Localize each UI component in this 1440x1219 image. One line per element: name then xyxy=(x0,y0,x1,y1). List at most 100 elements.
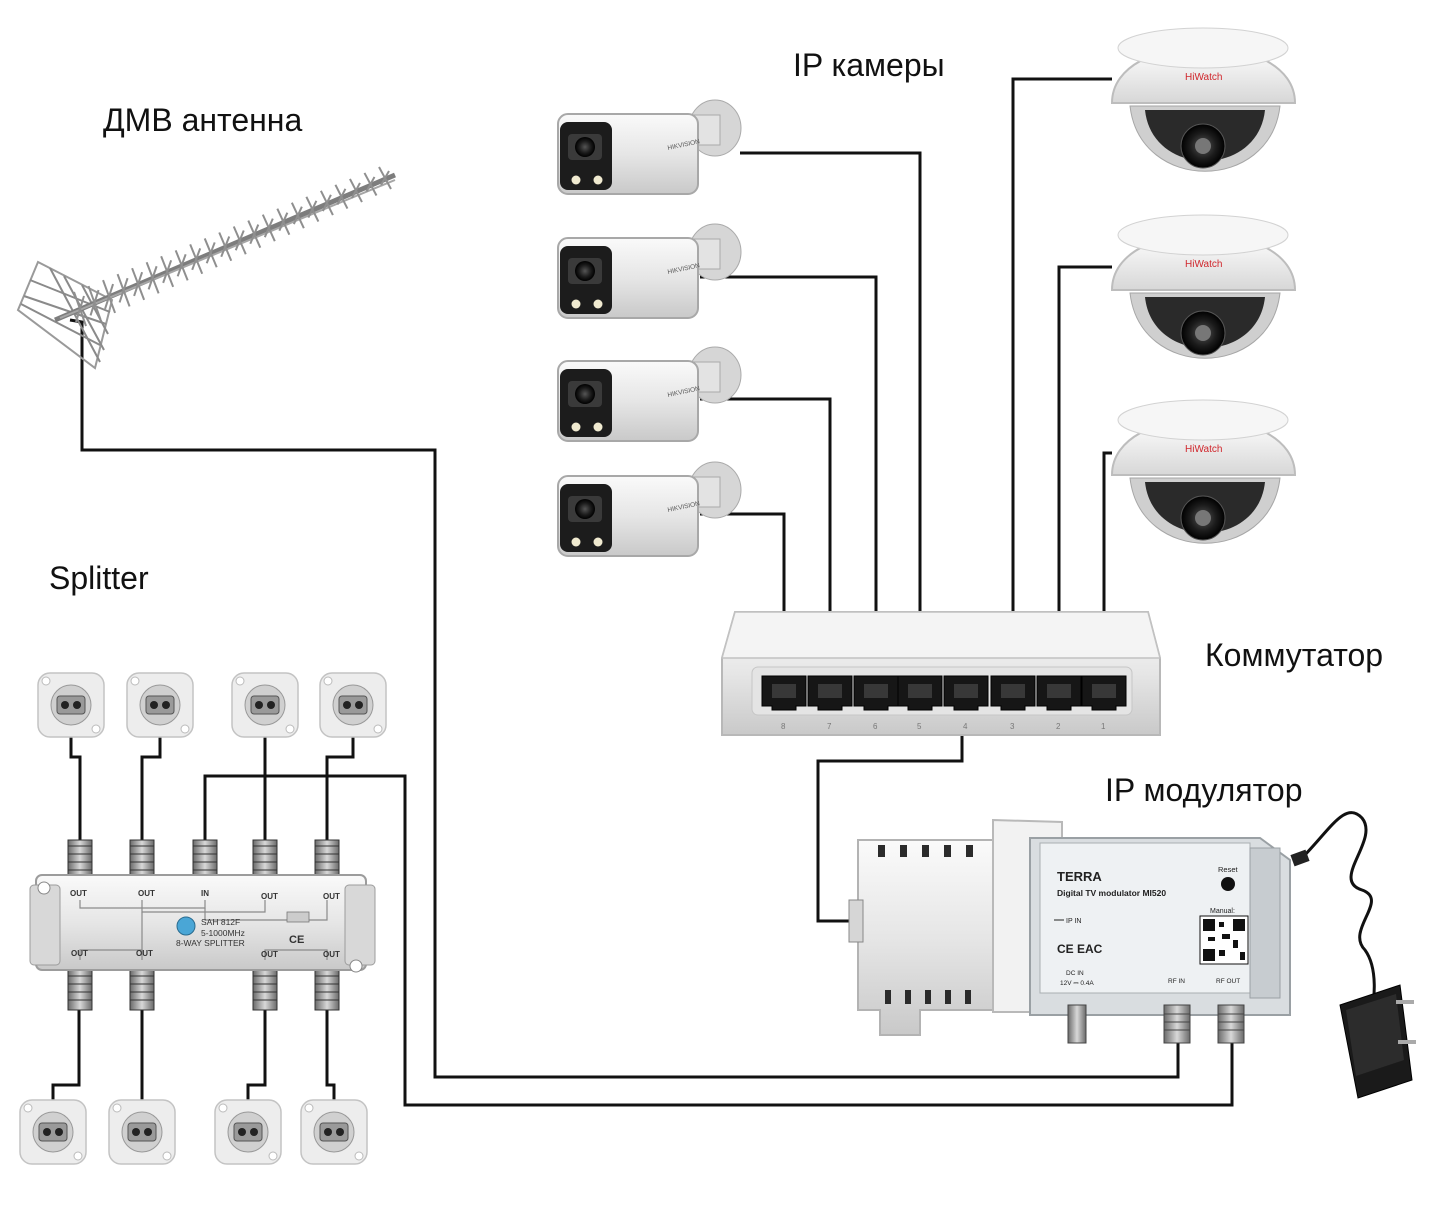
switch-port: 7 xyxy=(807,675,853,731)
modulator-cert-marks: CE EAC xyxy=(1057,942,1103,956)
antenna-director xyxy=(322,194,332,212)
tv-wall-socket xyxy=(19,1099,87,1165)
modulator-vents-bottom xyxy=(885,990,971,1004)
modulator-ip-in-label: IP IN xyxy=(1066,918,1081,925)
cable-bullet-2-to-port-6 xyxy=(700,275,878,688)
modulator-reset-button[interactable] xyxy=(1221,877,1235,891)
power-adapter xyxy=(1290,811,1416,1099)
label-uhf-antenna: ДМВ антенна xyxy=(103,102,303,138)
tv-wall-socket xyxy=(231,672,299,738)
antenna-director xyxy=(336,188,347,206)
modulator-ip-port xyxy=(848,899,864,943)
f-connector xyxy=(314,967,340,1011)
splitter-out-label-2: OUT xyxy=(138,889,155,898)
cable-dome-1-to-port-3 xyxy=(1011,77,1112,688)
antenna-director xyxy=(278,212,289,232)
splitter-out-label-4: OUT xyxy=(323,892,340,901)
antenna-director xyxy=(162,259,173,284)
dome-camera-brand: HiWatch xyxy=(1185,259,1222,270)
label-switch: Коммутатор xyxy=(1205,637,1384,673)
antenna-reflector xyxy=(16,260,114,370)
uhf-antenna xyxy=(16,166,396,370)
tv-wall-sockets xyxy=(19,672,387,1165)
cable-bullet-1-to-port-5 xyxy=(740,151,922,688)
f-connector xyxy=(192,839,218,879)
f-connector xyxy=(252,839,278,879)
bullet-camera: HIKVISION xyxy=(557,99,742,195)
splitter-connectors-bottom xyxy=(67,967,340,1011)
modulator-vents-top xyxy=(878,845,973,857)
antenna-director xyxy=(365,176,376,193)
antenna-director xyxy=(191,248,202,271)
antenna-director xyxy=(263,218,274,238)
modulator-rf-out-label: RF OUT xyxy=(1216,978,1240,985)
antenna-director xyxy=(220,236,231,258)
f-connector xyxy=(314,839,340,879)
modulator-power-label: 12V ⎓ 0.4A xyxy=(1060,980,1094,987)
dome-camera: HiWatch xyxy=(1110,27,1297,172)
cable-out-5-to-socket-5 xyxy=(51,1010,81,1105)
tv-wall-socket xyxy=(126,672,194,738)
bullet-camera: HIKVISION xyxy=(557,461,742,557)
cable-dome-3-to-port-1 xyxy=(1102,451,1112,688)
antenna-director xyxy=(176,253,187,277)
tv-wall-socket xyxy=(214,1099,282,1165)
modulator-manual-label: Manual: xyxy=(1210,908,1235,915)
cable-switch-to-modulator xyxy=(816,698,964,923)
antenna-director xyxy=(307,200,318,219)
splitter-out-label-3: OUT xyxy=(261,892,278,901)
bullet-camera: HIKVISION xyxy=(557,346,742,442)
switch-port-number: 2 xyxy=(1056,722,1061,731)
switch-port: 5 xyxy=(897,675,943,731)
switch-port-number: 4 xyxy=(963,722,968,731)
switch-port-number: 1 xyxy=(1101,722,1106,731)
f-connector xyxy=(129,967,155,1011)
dome-camera-brand: HiWatch xyxy=(1185,444,1222,455)
dome-camera-brand: HiWatch xyxy=(1185,72,1222,83)
antenna-director xyxy=(147,265,158,290)
antenna-director xyxy=(292,206,303,225)
switch-port-number: 7 xyxy=(827,722,832,731)
modulator-dc-in-label: DC IN xyxy=(1066,970,1084,977)
modulator-rf-in-label: RF IN xyxy=(1168,978,1185,985)
switch-port: 4 xyxy=(943,675,989,731)
splitter-band: 5-1000MHz xyxy=(201,928,245,938)
ip-modulator-device: TERRA Digital TV modulator MI520 Reset I… xyxy=(848,818,1291,1044)
antenna-director xyxy=(249,224,260,245)
switch-port-number: 6 xyxy=(873,722,878,731)
splitter-in-label: IN xyxy=(201,889,209,898)
cable-out-1-to-socket-1 xyxy=(69,732,82,840)
antenna-director xyxy=(351,182,361,199)
antenna-director xyxy=(75,295,85,323)
antenna-director xyxy=(205,242,216,264)
switch-port: 1 xyxy=(1081,675,1127,731)
cable-bullet-3-to-port-7 xyxy=(700,397,832,688)
switch-port: 3 xyxy=(990,675,1036,731)
f-connector xyxy=(67,967,93,1011)
f-connector xyxy=(67,839,93,879)
switch-port: 6 xyxy=(853,675,899,731)
cable-out-4-to-socket-4 xyxy=(325,732,355,840)
cable-out-8-to-socket-8 xyxy=(325,1010,336,1105)
splitter-connectors-top xyxy=(67,839,340,879)
antenna-director xyxy=(104,283,114,310)
antenna-director xyxy=(89,289,100,316)
antenna-director xyxy=(380,170,390,186)
modulator-qr-code-icon xyxy=(1199,915,1249,965)
label-ip-modulator: IP модулятор xyxy=(1105,772,1303,808)
splitter-out-label-6: OUT xyxy=(136,949,153,958)
modulator-reset-label: Reset xyxy=(1218,865,1239,874)
switch-port-number: 8 xyxy=(781,722,786,731)
modulator-brand: TERRA xyxy=(1057,869,1102,884)
tv-wall-socket xyxy=(108,1099,176,1165)
label-ip-cameras: IP камеры xyxy=(793,47,945,83)
modulator-connectors xyxy=(1067,1004,1245,1044)
tv-wall-socket xyxy=(319,672,387,738)
splitter-ce-mark: CE xyxy=(289,934,304,946)
antenna-director xyxy=(133,271,144,297)
cable-rf-out-to-splitter xyxy=(203,774,1234,1107)
label-splitter: Splitter xyxy=(49,560,149,596)
